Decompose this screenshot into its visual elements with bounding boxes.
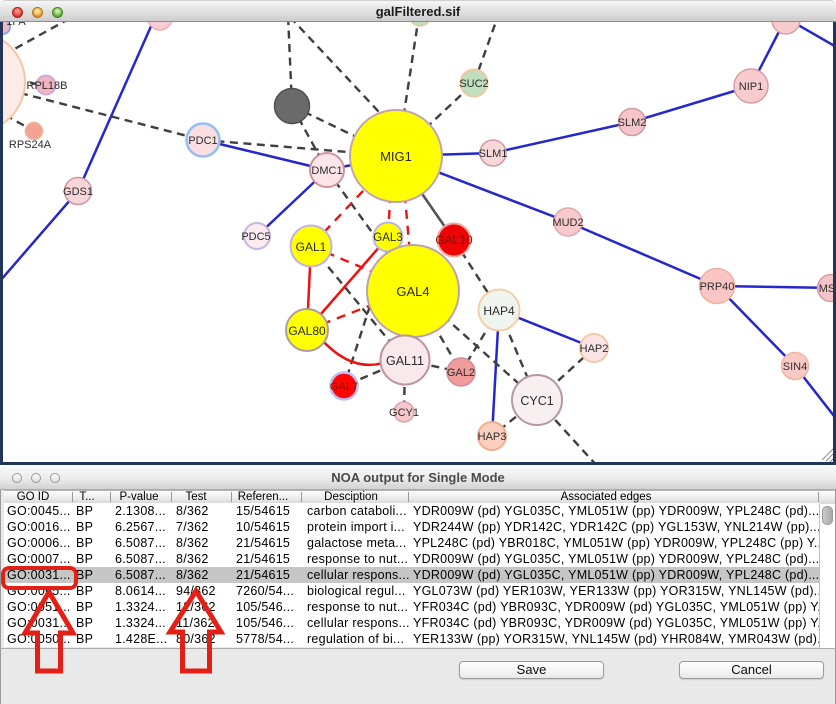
svg-text:GAL80: GAL80: [288, 324, 326, 338]
svg-text:MSN5: MSN5: [819, 283, 836, 295]
svg-text:RPS24A: RPS24A: [9, 139, 52, 151]
svg-text:RPL18B: RPL18B: [27, 80, 68, 92]
svg-text:SIN4: SIN4: [783, 361, 807, 373]
svg-text:GAL7: GAL7: [330, 381, 358, 393]
svg-text:GAL1: GAL1: [296, 240, 327, 254]
svg-text:PDC1: PDC1: [188, 135, 217, 147]
svg-text:SLM2: SLM2: [618, 117, 647, 129]
svg-text:GAL11: GAL11: [386, 354, 424, 368]
svg-text:HAP2: HAP2: [580, 343, 609, 355]
svg-text:1FA: 1FA: [6, 22, 26, 28]
svg-text:PRP40: PRP40: [700, 281, 735, 293]
svg-text:GDS1: GDS1: [63, 186, 93, 198]
svg-text:GAL3: GAL3: [373, 232, 402, 244]
svg-text:GAL4: GAL4: [396, 284, 429, 299]
svg-text:DMC1: DMC1: [311, 165, 342, 177]
svg-text:CYC1: CYC1: [520, 394, 553, 408]
svg-text:MIG1: MIG1: [380, 149, 412, 164]
svg-text:HAP4: HAP4: [483, 304, 515, 318]
svg-text:NIP1: NIP1: [739, 81, 763, 93]
svg-text:GAL10: GAL10: [435, 233, 473, 247]
svg-text:HAP3: HAP3: [478, 431, 507, 443]
svg-text:SUC2: SUC2: [459, 78, 488, 90]
svg-text:PDC5: PDC5: [241, 231, 270, 243]
svg-text:MUD2: MUD2: [552, 217, 583, 229]
svg-text:GCY1: GCY1: [389, 407, 419, 419]
svg-text:SLM1: SLM1: [479, 148, 508, 160]
svg-text:GAL2: GAL2: [447, 367, 475, 379]
